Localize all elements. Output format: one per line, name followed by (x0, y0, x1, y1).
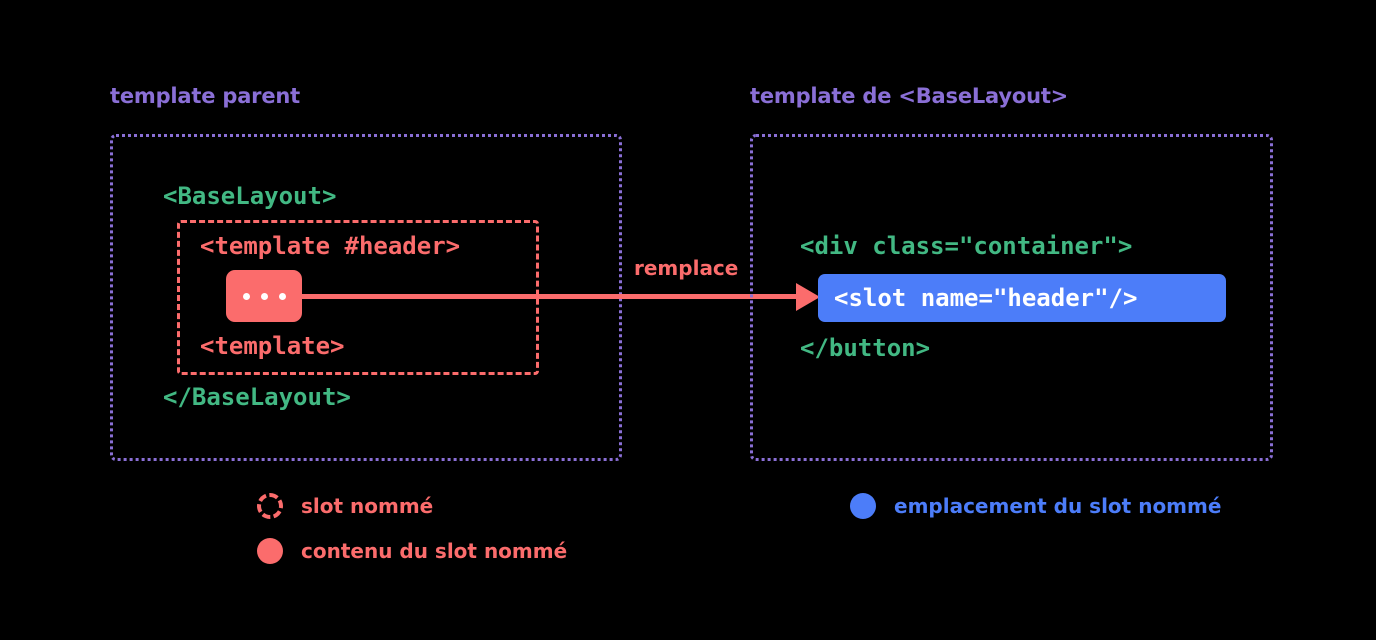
panel-title-baselayout-template: template de <BaseLayout> (750, 84, 1069, 108)
filled-circle-blue-icon (850, 493, 876, 519)
code-line-button-close: </button> (800, 334, 931, 362)
legend-label-named-slot-content: contenu du slot nommé (301, 539, 568, 563)
code-line-template-close: <template> (200, 332, 345, 360)
replace-arrow-line (302, 294, 804, 299)
legend-item-named-slot-content: contenu du slot nommé (257, 538, 567, 564)
dashed-circle-icon (257, 493, 283, 519)
legend-item-named-slot: slot nommé (257, 493, 433, 519)
filled-circle-red-icon (257, 538, 283, 564)
legend-label-named-slot: slot nommé (301, 494, 434, 518)
ellipsis-dot-2 (260, 292, 268, 300)
baselayout-template-panel (750, 134, 1273, 461)
slot-outlet-chip: <slot name="header"/> (818, 274, 1226, 322)
panel-title-parent-template: template parent (110, 84, 300, 108)
ellipsis-dot-1 (242, 292, 250, 300)
replace-arrow-head-icon (796, 283, 820, 311)
replace-arrow-label: remplace (632, 256, 741, 280)
code-line-div-container: <div class="container"> (800, 232, 1133, 260)
code-line-baselayout-open: <BaseLayout> (163, 182, 337, 210)
slot-outlet-chip-text: <slot name="header"/> (834, 284, 1138, 312)
slot-content-chip (226, 270, 302, 322)
legend-item-named-slot-outlet: emplacement du slot nommé (850, 493, 1221, 519)
code-line-template-header: <template #header> (200, 232, 461, 260)
code-line-baselayout-close: </BaseLayout> (163, 383, 351, 411)
legend-label-named-slot-outlet: emplacement du slot nommé (894, 494, 1222, 518)
ellipsis-dot-3 (278, 292, 286, 300)
